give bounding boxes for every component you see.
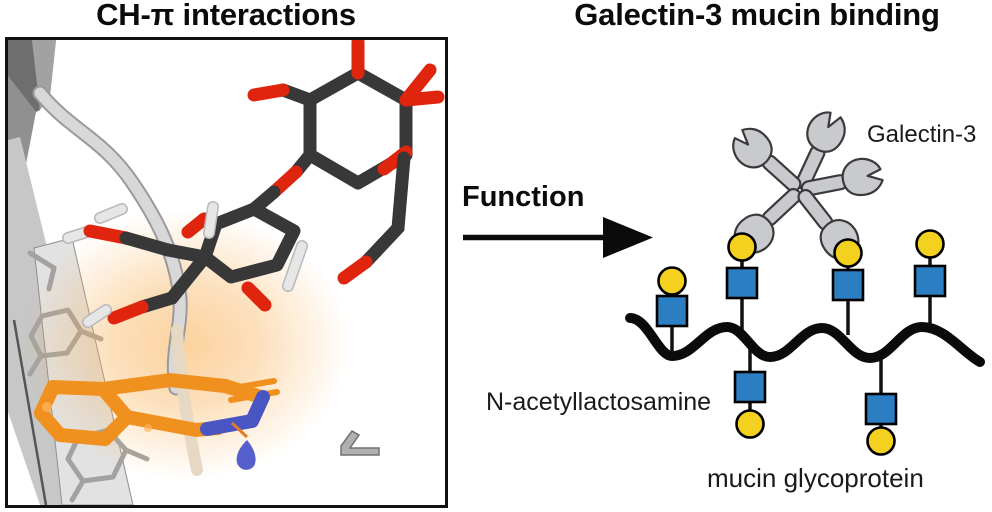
galactose-circle xyxy=(866,426,896,456)
glcnac-square xyxy=(733,370,767,404)
glycan-sugars xyxy=(655,229,947,456)
galectin-3-protein xyxy=(732,111,884,261)
loop-tube-tail xyxy=(171,324,203,476)
galactose-circle xyxy=(735,409,765,439)
galectin-arm xyxy=(795,111,846,190)
galactose-circle xyxy=(915,229,945,259)
ribbon-step xyxy=(340,430,380,456)
glcnac-square xyxy=(913,264,947,298)
mucin-glycoprotein-label: mucin glycoprotein xyxy=(707,463,924,493)
ch-pi-glow xyxy=(20,210,350,480)
galactose-circle xyxy=(657,266,687,296)
glcnac-square xyxy=(831,268,865,302)
glcnac-ring xyxy=(62,148,317,328)
left-panel-title: CH-π interactions xyxy=(96,0,356,32)
function-label: Function xyxy=(462,181,585,213)
molecular-structure-panel xyxy=(5,37,448,508)
glcnac-square xyxy=(864,392,898,426)
water-blob xyxy=(236,440,256,470)
mucin-backbone xyxy=(625,313,985,367)
molecular-scene xyxy=(8,40,445,505)
galactose-circle xyxy=(727,232,757,262)
galectin-arm xyxy=(733,188,802,254)
h-bond-line xyxy=(230,421,249,439)
n-acetyllactosamine-label: N-acetyllactosamine xyxy=(486,388,712,416)
glcnac-square xyxy=(725,266,759,300)
galactose-ring xyxy=(247,40,445,285)
right-panel-title: Galectin-3 mucin binding xyxy=(574,0,940,32)
galectin-arm xyxy=(800,157,884,197)
tryptophan-ring xyxy=(34,372,280,446)
galactose-circle xyxy=(833,238,863,268)
indole-nitrogen xyxy=(200,390,270,436)
galectin-mucin-diagram xyxy=(625,111,985,456)
galectin-arm xyxy=(732,127,802,193)
galectin-3-label: Galectin-3 xyxy=(867,121,977,148)
function-arrow-icon xyxy=(463,217,653,258)
glcnac-square xyxy=(655,294,689,328)
